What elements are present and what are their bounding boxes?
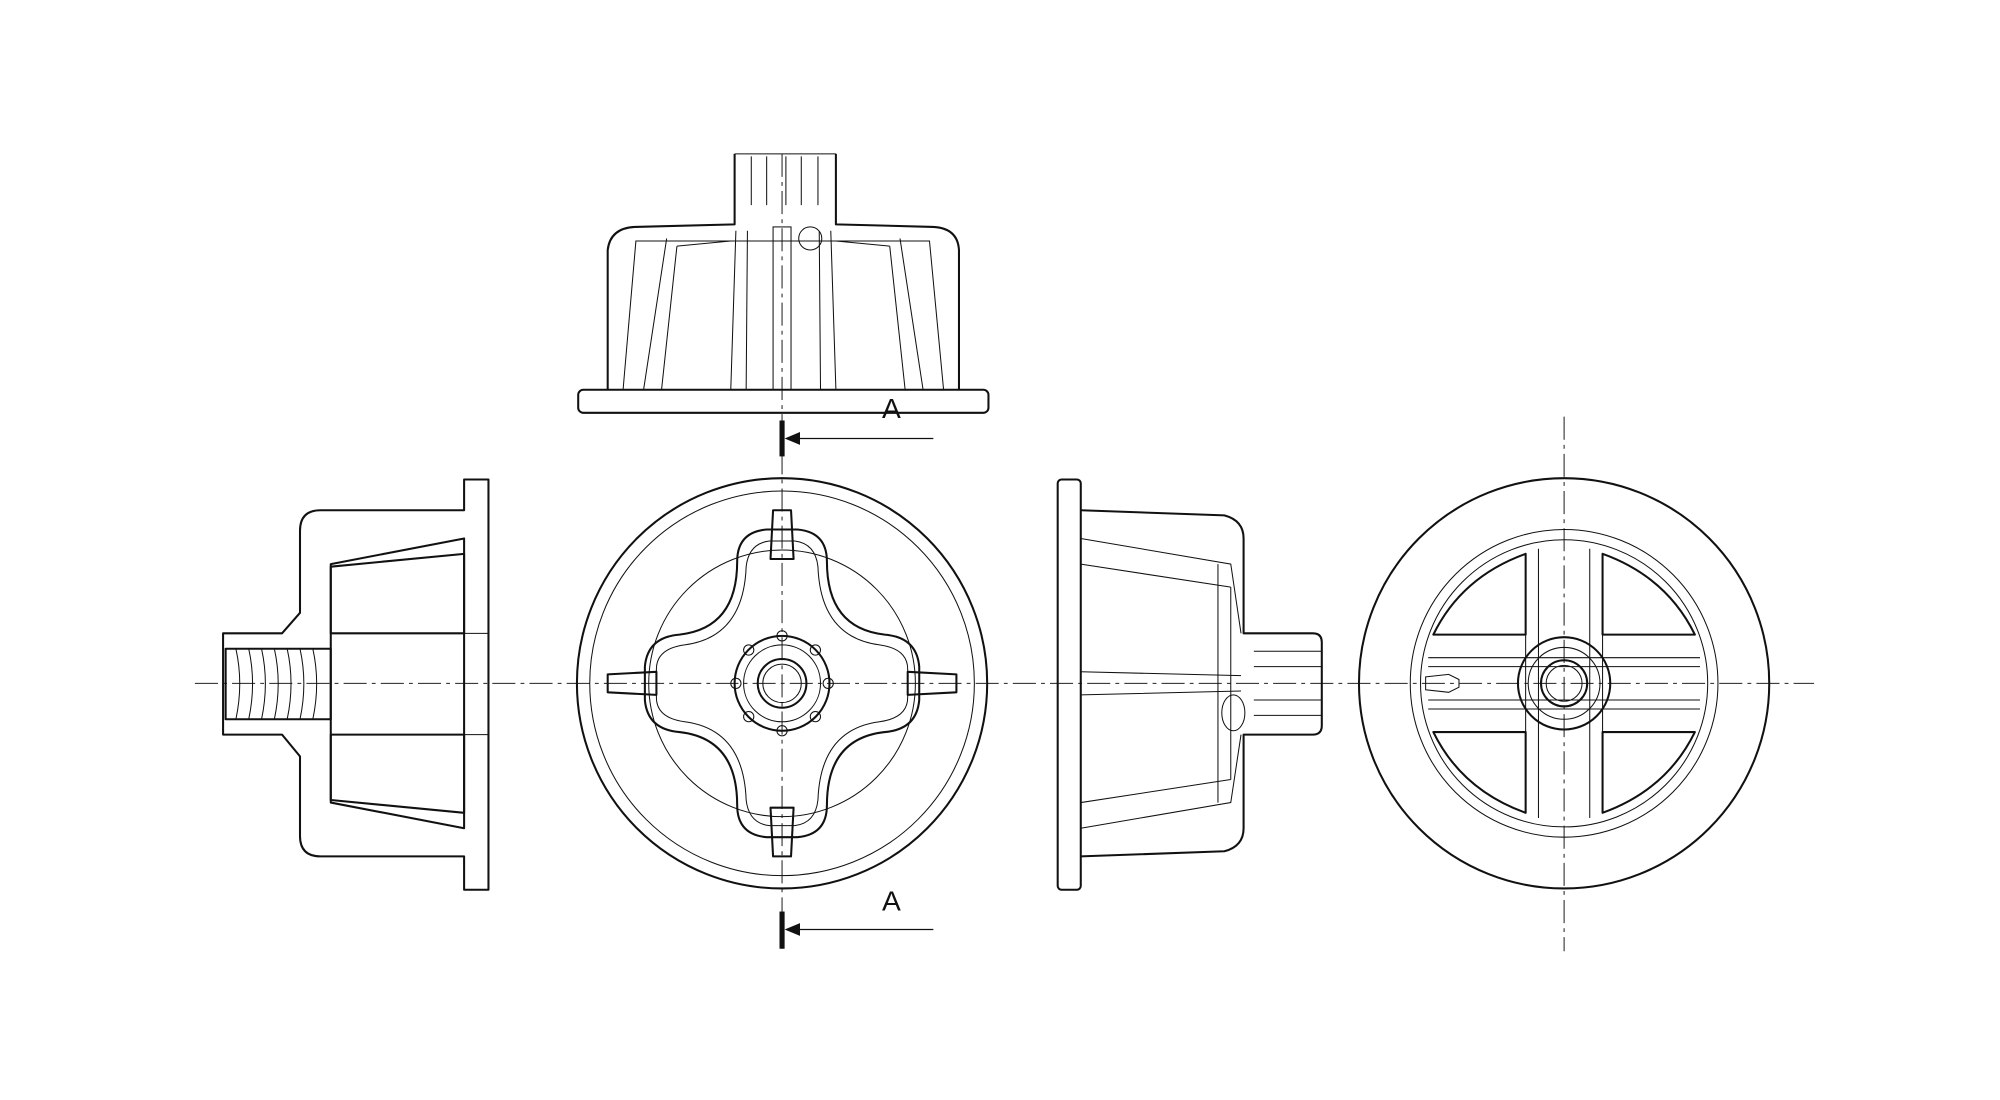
section-label-top: A [882, 392, 901, 424]
front-view [575, 477, 989, 890]
section-label-bottom: A [882, 884, 901, 916]
side-view [1056, 478, 1323, 891]
center-lines [194, 153, 1815, 952]
section-mark-bottom: A [779, 884, 934, 949]
top-view [577, 153, 990, 414]
rear-view [1357, 477, 1771, 890]
section-view [222, 478, 490, 891]
section-mark-top: A [779, 392, 934, 457]
